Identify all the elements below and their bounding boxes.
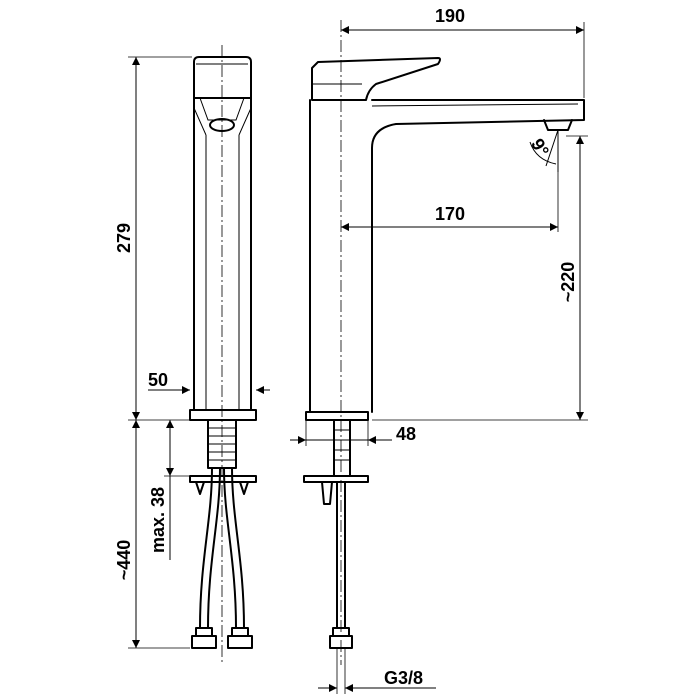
side-body-spout: [309, 99, 585, 413]
side-dimensions: 190 170 ~220 48 G3/8: [290, 6, 588, 694]
dim-thread: G3/8: [384, 668, 423, 688]
side-hose-nut: [329, 635, 353, 649]
side-clamp-screw: [321, 481, 333, 505]
front-view: [189, 45, 257, 665]
side-mounting-plate: [303, 475, 369, 483]
dim-spout-height: ~220: [558, 262, 578, 303]
front-hose-nut-right: [227, 635, 253, 649]
front-hose-nut-left: [191, 635, 217, 649]
dim-overall-reach: 190: [435, 6, 465, 26]
side-stud: [333, 419, 351, 477]
front-body: [193, 97, 252, 411]
dim-spout-reach: 170: [435, 204, 465, 224]
dim-body-height: 279: [114, 223, 134, 253]
dim-base-diameter-front: 50: [148, 370, 168, 390]
front-dimensions: 279 50 ~440 max. 38: [114, 56, 270, 649]
side-view: 9°: [303, 20, 585, 665]
side-hose: [336, 481, 346, 629]
front-mounting-plate: [189, 475, 257, 483]
side-lever-handle: [311, 57, 441, 101]
front-hose-right: [223, 467, 245, 629]
dim-hose-length: ~440: [114, 540, 134, 581]
front-aerator: [209, 118, 235, 132]
front-hose-left: [199, 467, 221, 629]
side-base: [305, 411, 369, 421]
dim-max-counter-thickness: max. 38: [148, 487, 168, 553]
dim-base-diameter-side: 48: [396, 424, 416, 444]
front-base: [189, 409, 257, 421]
front-handle: [193, 56, 252, 99]
